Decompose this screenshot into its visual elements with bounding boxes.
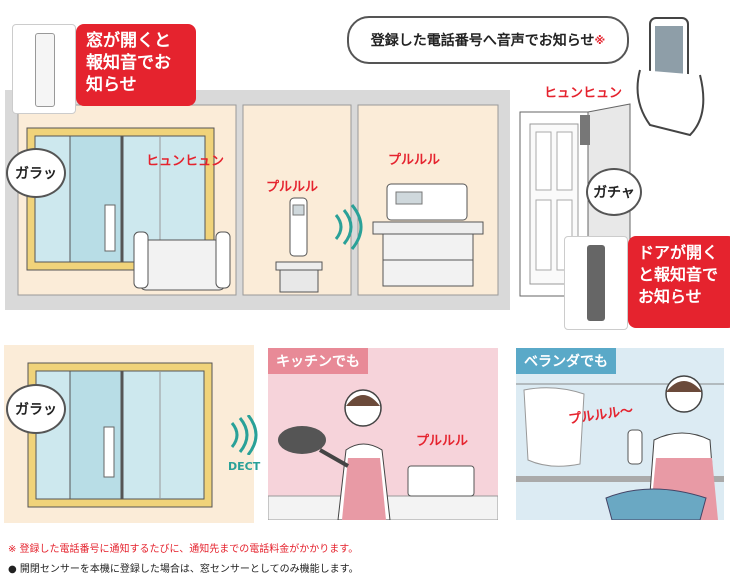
kitchen-tag: キッチンでも xyxy=(268,348,368,374)
door-sensor-caption: ドアが開くと報知音でお知らせ xyxy=(628,236,730,328)
banner-text: 登録した電話番号へ音声でお知らせ xyxy=(370,33,595,49)
base-ring-sound: プルルル xyxy=(388,153,441,168)
veranda-tag: ベランダでも xyxy=(516,348,616,374)
window-alarm-sound: ヒュンヒュン xyxy=(146,154,225,169)
dect-waves xyxy=(230,415,258,455)
dect-label: DECT xyxy=(228,460,261,473)
door-alarm-sound: ヒュンヒュン xyxy=(544,86,623,101)
handset-ring-sound: プルルル xyxy=(266,180,319,195)
banner-mark: ※ xyxy=(594,33,606,47)
veranda-scene: ベランダでも プルルル〜 xyxy=(516,348,724,520)
footnote-charge: ※ 登録した電話番号に通知するたびに、通知先までの電話料金がかかります。 xyxy=(8,544,359,555)
window-sensor-caption: 窓が開くと報知音でお知らせ xyxy=(76,24,196,106)
door-open-bubble: ガチャ xyxy=(586,168,642,216)
footnote-sensor: ● 開閉センサーを本機に登録した場合は、窓センサーとしてのみ機能します。 xyxy=(8,564,359,575)
kitchen-scene: キッチンでも プルルル xyxy=(268,348,498,520)
door-sensor-image xyxy=(564,236,628,330)
window-open-bubble-bottom: ガラッ xyxy=(6,384,66,434)
window-open-bubble-top: ガラッ xyxy=(6,148,66,198)
voice-notification-banner: 登録した電話番号へ音声でお知らせ※ xyxy=(347,16,629,64)
window-sensor-image xyxy=(12,24,76,114)
kitchen-ring-sound: プルルル xyxy=(416,434,469,449)
